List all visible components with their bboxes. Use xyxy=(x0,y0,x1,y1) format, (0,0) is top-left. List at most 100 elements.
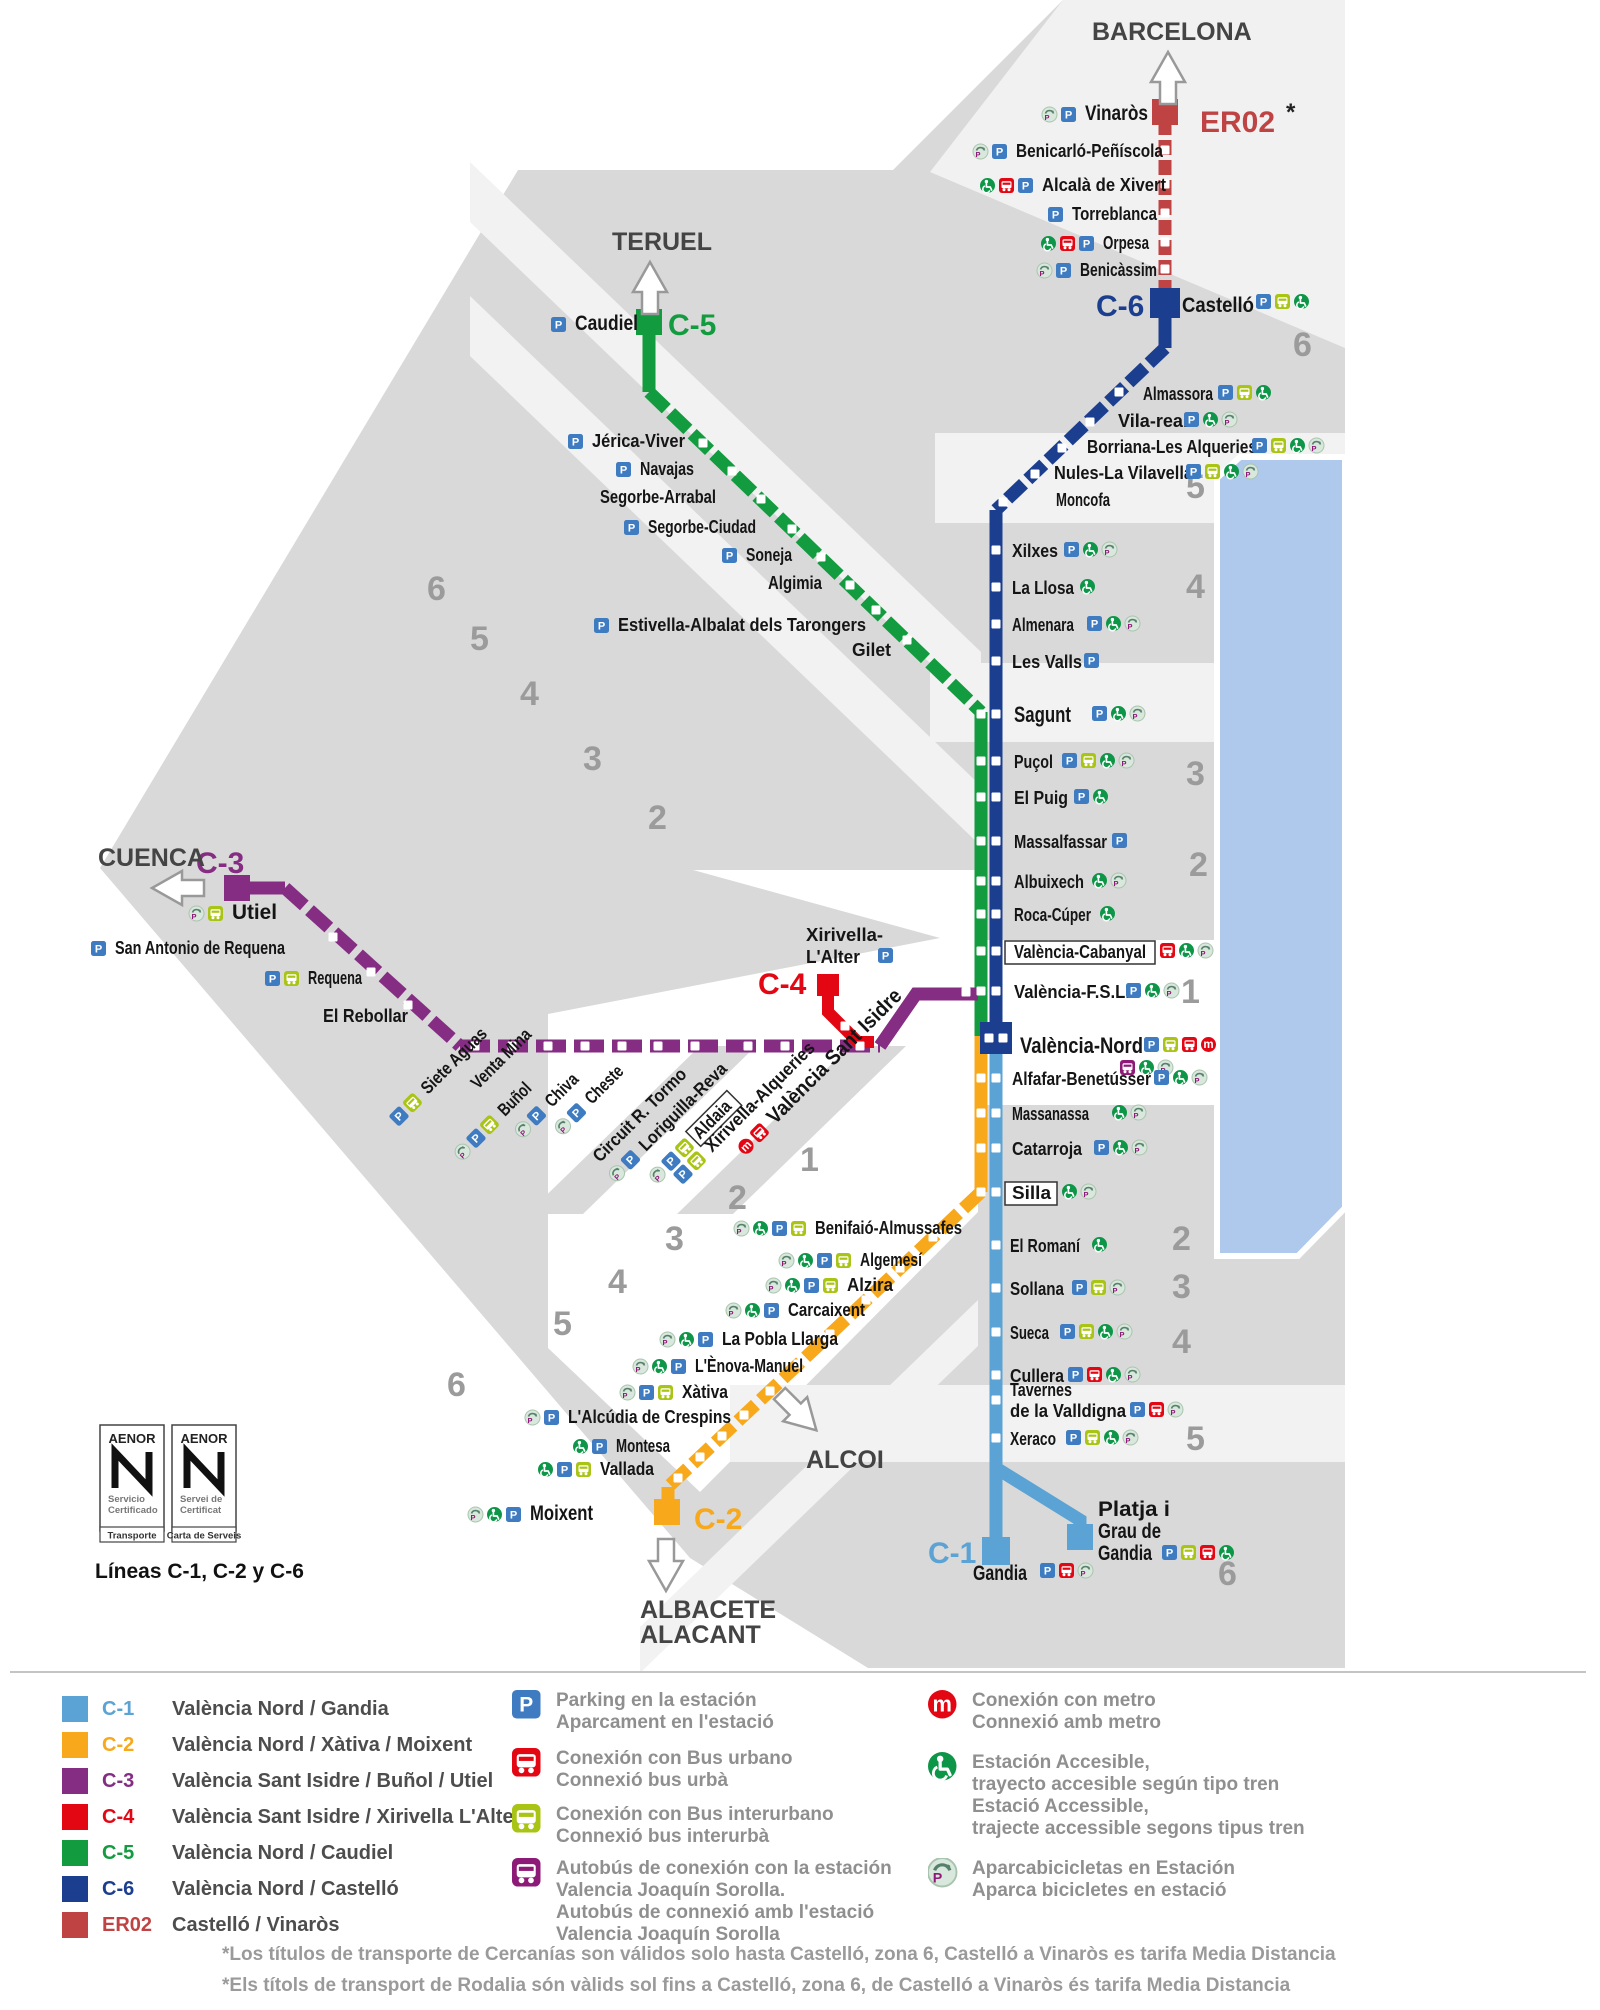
parking-icon: P xyxy=(878,948,893,963)
bus-inter-icon xyxy=(1079,1324,1094,1339)
station-xeraco: Xeraco xyxy=(1010,1429,1056,1449)
station-label: Borriana-Les Alqueries xyxy=(1087,437,1257,457)
svg-text:P: P xyxy=(1076,1282,1083,1294)
parking-icon: P xyxy=(512,1690,541,1719)
station-mark-vale-ncia-cabanyal xyxy=(976,946,986,956)
station-label: La Pobla Llarga xyxy=(722,1329,839,1349)
station-label: Algemesí xyxy=(860,1250,923,1270)
parking-icon: P xyxy=(1084,653,1099,668)
station-mark-vila-real xyxy=(1085,417,1095,427)
station-mark-silla xyxy=(991,1187,1001,1197)
svg-text:P: P xyxy=(808,1280,815,1292)
bus-inter-icon xyxy=(1275,294,1290,309)
parking-icon: P xyxy=(722,548,737,563)
station-label: Les Valls xyxy=(1012,652,1082,672)
station-mark-el-puig xyxy=(976,792,986,802)
station-label: L'Alcúdia de Crespins xyxy=(568,1407,731,1427)
svg-text:P: P xyxy=(1170,1408,1175,1417)
station-mark-moncofa xyxy=(998,497,1008,507)
parking-icon: P xyxy=(1064,542,1079,557)
zone-band-5 xyxy=(470,162,981,712)
legend-symbol-accessible: Estación Accesible,trayecto accesible se… xyxy=(928,1752,1305,1840)
svg-text:P: P xyxy=(996,146,1003,158)
station-label: Carcaixent xyxy=(788,1300,865,1320)
bus-inter-icon xyxy=(836,1253,851,1268)
svg-text:P: P xyxy=(1066,755,1073,767)
svg-text:P: P xyxy=(558,1125,568,1135)
parking-icon: P xyxy=(1018,178,1033,193)
terminal-utiel xyxy=(224,875,250,901)
legend-symbol-text: Estación Accesible,trayecto accesible se… xyxy=(972,1752,1305,1840)
parking-icon: P xyxy=(1068,1367,1083,1382)
legend-line-id: C-4 xyxy=(102,1805,135,1828)
legend-symbol-line: Estación Accesible, xyxy=(972,1752,1150,1773)
svg-text:P: P xyxy=(628,522,635,534)
station-nules-la-vilavella: Nules-La Vilavella xyxy=(1054,463,1194,483)
legend-symbol-line: Conexión con Bus urbano xyxy=(556,1748,793,1769)
terminal-xirivella-l-alter xyxy=(817,974,839,996)
bus-inter-icon xyxy=(1163,1037,1178,1052)
bike-icon: P xyxy=(524,1409,541,1426)
aenor-badge-frame xyxy=(171,1424,237,1532)
aenor-footer-frame xyxy=(99,1526,165,1543)
line-c3-seg13 xyxy=(280,883,465,1051)
station-mark-sollana xyxy=(991,1283,1001,1293)
station-label: Nules-La Vilavella xyxy=(1054,463,1194,483)
svg-text:P: P xyxy=(1134,1404,1141,1416)
station-massalfassar: Massalfassar xyxy=(1014,832,1107,852)
svg-text:P: P xyxy=(675,1361,682,1373)
parking-icon: P xyxy=(1218,385,1233,400)
station-algimia: Algimia xyxy=(768,573,823,593)
metro-icon: m xyxy=(738,1138,754,1155)
zone-number-3: 3 xyxy=(1172,1268,1191,1306)
station-label: Navajas xyxy=(640,459,694,479)
svg-text:P: P xyxy=(1044,113,1049,122)
bike-icon: P xyxy=(609,1165,626,1182)
bike-icon: P xyxy=(1036,262,1053,279)
svg-text:P: P xyxy=(269,973,276,985)
parking-icon: P xyxy=(1186,464,1201,479)
bike-icon: P xyxy=(467,1506,484,1523)
zone-number-2: 2 xyxy=(648,799,667,837)
svg-text:P: P xyxy=(1119,1330,1124,1339)
svg-text:P: P xyxy=(643,1387,650,1399)
footnote-es: *Los títulos de transporte de Cercanías … xyxy=(222,1944,1336,1965)
svg-text:P: P xyxy=(612,1172,622,1182)
station-mark-vale-ncia-cabanyal xyxy=(991,946,1001,956)
legend-line-name: València Nord / Xàtiva / Moixent xyxy=(172,1733,473,1756)
station-label: Utiel xyxy=(232,901,277,924)
bus-inter-icon xyxy=(675,1138,694,1158)
bus-inter-icon xyxy=(208,906,223,921)
station-label: València-Cabanyal xyxy=(1014,942,1146,962)
bike-icon: P xyxy=(619,1384,636,1401)
parking-icon: P xyxy=(1112,833,1127,848)
station-label: Estivella-Albalat dels Tarongers xyxy=(618,615,866,635)
bike-icon: P xyxy=(1101,541,1118,558)
svg-text:P: P xyxy=(1064,1326,1071,1338)
zone-number-2: 2 xyxy=(1172,1220,1191,1258)
bus-inter-icon xyxy=(687,1151,706,1171)
station-label: Silla xyxy=(1012,1183,1052,1203)
direction-arrow-cuenca xyxy=(149,868,206,908)
line-badge-c-2: C-2 xyxy=(694,1503,742,1536)
accessible-icon xyxy=(1106,616,1121,632)
station-mark-soneja xyxy=(816,552,826,562)
parking-icon: P xyxy=(1079,236,1094,251)
legend-line-id: C-3 xyxy=(102,1769,135,1792)
station-mark-sueca xyxy=(991,1327,1001,1337)
station-mark-alcala-de-xivert xyxy=(1160,179,1170,189)
bus-inter-icon xyxy=(403,1093,422,1113)
parking-icon: P xyxy=(661,1151,681,1171)
parking-icon: P xyxy=(673,1164,693,1184)
accessible-icon xyxy=(652,1359,667,1375)
station-label: Jérica-Viver xyxy=(592,431,685,451)
